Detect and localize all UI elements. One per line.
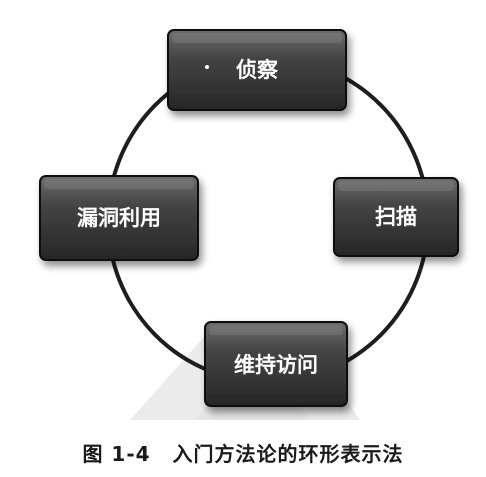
node-exploit-label: 漏洞利用 xyxy=(77,206,161,230)
figure-caption: 图 1-4 入门方法论的环形表示法 xyxy=(0,438,486,467)
node-scan: 扫描 xyxy=(333,177,459,257)
node-recon: 侦察 xyxy=(167,29,347,111)
sparkle-dot xyxy=(205,65,209,69)
node-exploit: 漏洞利用 xyxy=(39,175,199,261)
node-maintain-label: 维持访问 xyxy=(234,353,318,377)
figure-title: 入门方法论的环形表示法 xyxy=(172,442,404,466)
node-recon-label: 侦察 xyxy=(236,58,279,82)
figure-number: 图 1-4 xyxy=(82,442,151,466)
node-maintain: 维持访问 xyxy=(204,321,348,407)
node-scan-label: 扫描 xyxy=(375,205,417,229)
